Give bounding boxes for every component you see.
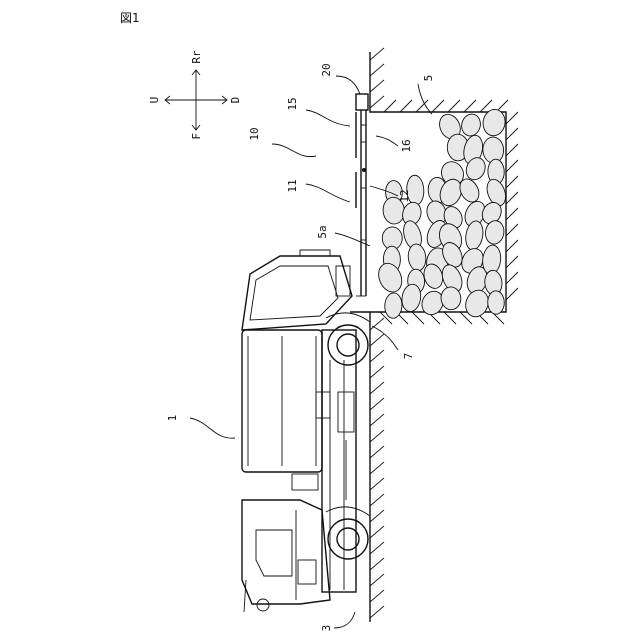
stopper-block (356, 94, 368, 110)
stone (374, 260, 406, 296)
leader-lines (190, 76, 432, 628)
label-lid-rear: 15 (286, 97, 299, 110)
reference-labels: 1 10 15 11 20 5 5a 16 12 7 3 (166, 63, 435, 631)
label-pit-edge: 5a (316, 225, 329, 238)
stone (488, 291, 505, 315)
label-cab: 3 (320, 625, 333, 632)
direction-indicator: U D Rr F (148, 50, 242, 140)
front-wheel (328, 519, 368, 559)
label-lid-assembly: 10 (248, 127, 261, 140)
stone (384, 293, 402, 319)
rear-wheel (328, 325, 368, 365)
pit-stones (374, 108, 509, 320)
dir-front-label: F (190, 133, 203, 140)
label-hinge: 12 (398, 189, 411, 202)
dir-rear-label: Rr (190, 50, 203, 64)
label-pit: 5 (422, 75, 435, 82)
figure-title: 図1 (120, 11, 140, 25)
deck-assembly (356, 94, 368, 296)
label-rail: 16 (400, 139, 413, 152)
label-wheel: 7 (402, 353, 415, 360)
label-vehicle: 1 (166, 415, 179, 422)
dir-up-label: U (148, 97, 161, 104)
vehicle (242, 250, 370, 612)
hinge-pin (362, 168, 366, 172)
label-stopper: 20 (320, 63, 333, 76)
stone (459, 112, 483, 138)
dir-down-label: D (229, 97, 242, 104)
label-lid-front: 11 (286, 179, 299, 192)
